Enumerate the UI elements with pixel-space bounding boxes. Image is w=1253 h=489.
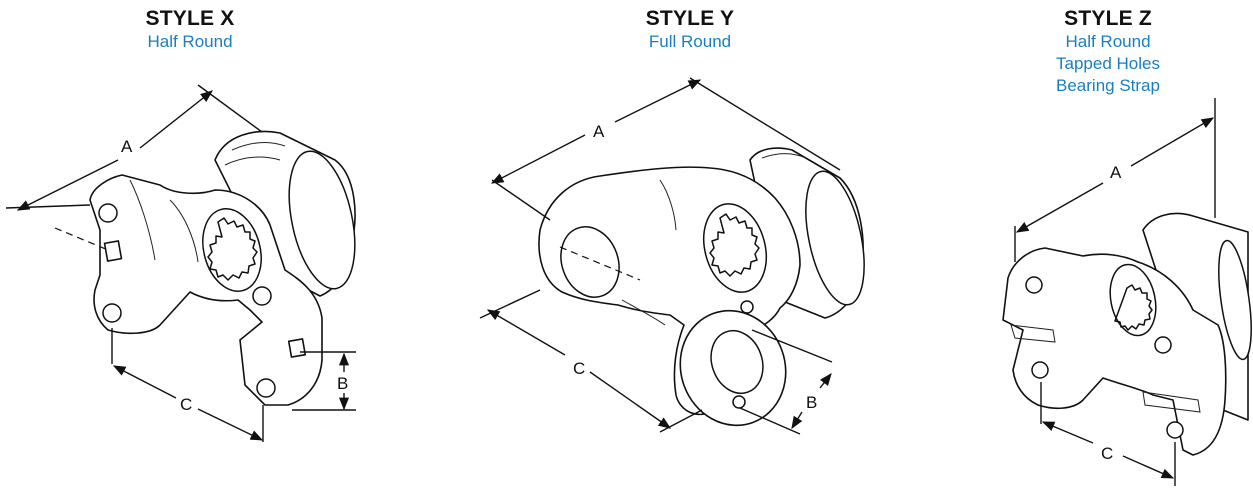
style-z-subtitle-3: Bearing Strap [1056,76,1160,95]
style-y-dimension-c: C [479,289,703,433]
style-y-drawing: A B C [479,77,865,435]
style-y-label-c: C [573,359,585,378]
panel-style-x: STYLE X Half Round [0,0,380,489]
style-y-dimension-a: A [490,77,841,221]
style-x-dimension-a: A [5,84,263,211]
style-x-drawing: A B C [5,84,356,442]
style-y-title: STYLE Y [645,7,735,30]
style-x-yoke-body [89,174,323,406]
style-z-dimension-c: C [1040,382,1176,486]
style-z-title: STYLE Z [1064,7,1152,30]
style-z-header: STYLE Z Half Round Tapped Holes Bearing … [993,6,1223,97]
style-y-header: STYLE Y Full Round [440,6,940,53]
style-x-label-a: A [121,137,133,156]
style-x-header: STYLE X Half Round [0,6,380,53]
style-x-label-b: B [337,374,348,393]
style-x-dimension-b: B [292,351,356,411]
style-z-subtitle-2: Tapped Holes [1056,54,1160,73]
style-y-dimension-b: B [739,329,833,435]
style-x-centerline [54,227,109,251]
style-z-label-c: C [1101,444,1113,463]
style-x-dimension-c: C [111,328,264,442]
style-z-label-a: A [1110,163,1122,182]
style-z-yoke-body [1002,247,1227,456]
style-y-yoke-body [538,166,801,427]
style-x-subtitle-1: Half Round [147,32,233,51]
style-y-label-b: B [806,393,817,412]
style-z-dimension-a: A [1014,98,1216,262]
panel-style-z: STYLE Z Half Round Tapped Holes Bearing … [993,0,1253,489]
style-y-subtitle-1: Full Round [648,32,732,51]
style-y-centerline [559,246,641,281]
panel-style-y: STYLE Y Full Round [440,0,940,489]
style-x-label-c: C [180,395,192,414]
style-x-title: STYLE X [145,7,235,30]
style-x-hub-flange [214,130,356,297]
style-y-label-a: A [593,122,605,141]
style-z-drawing: A C [1002,98,1252,486]
style-z-subtitle-1: Half Round [1065,32,1151,51]
